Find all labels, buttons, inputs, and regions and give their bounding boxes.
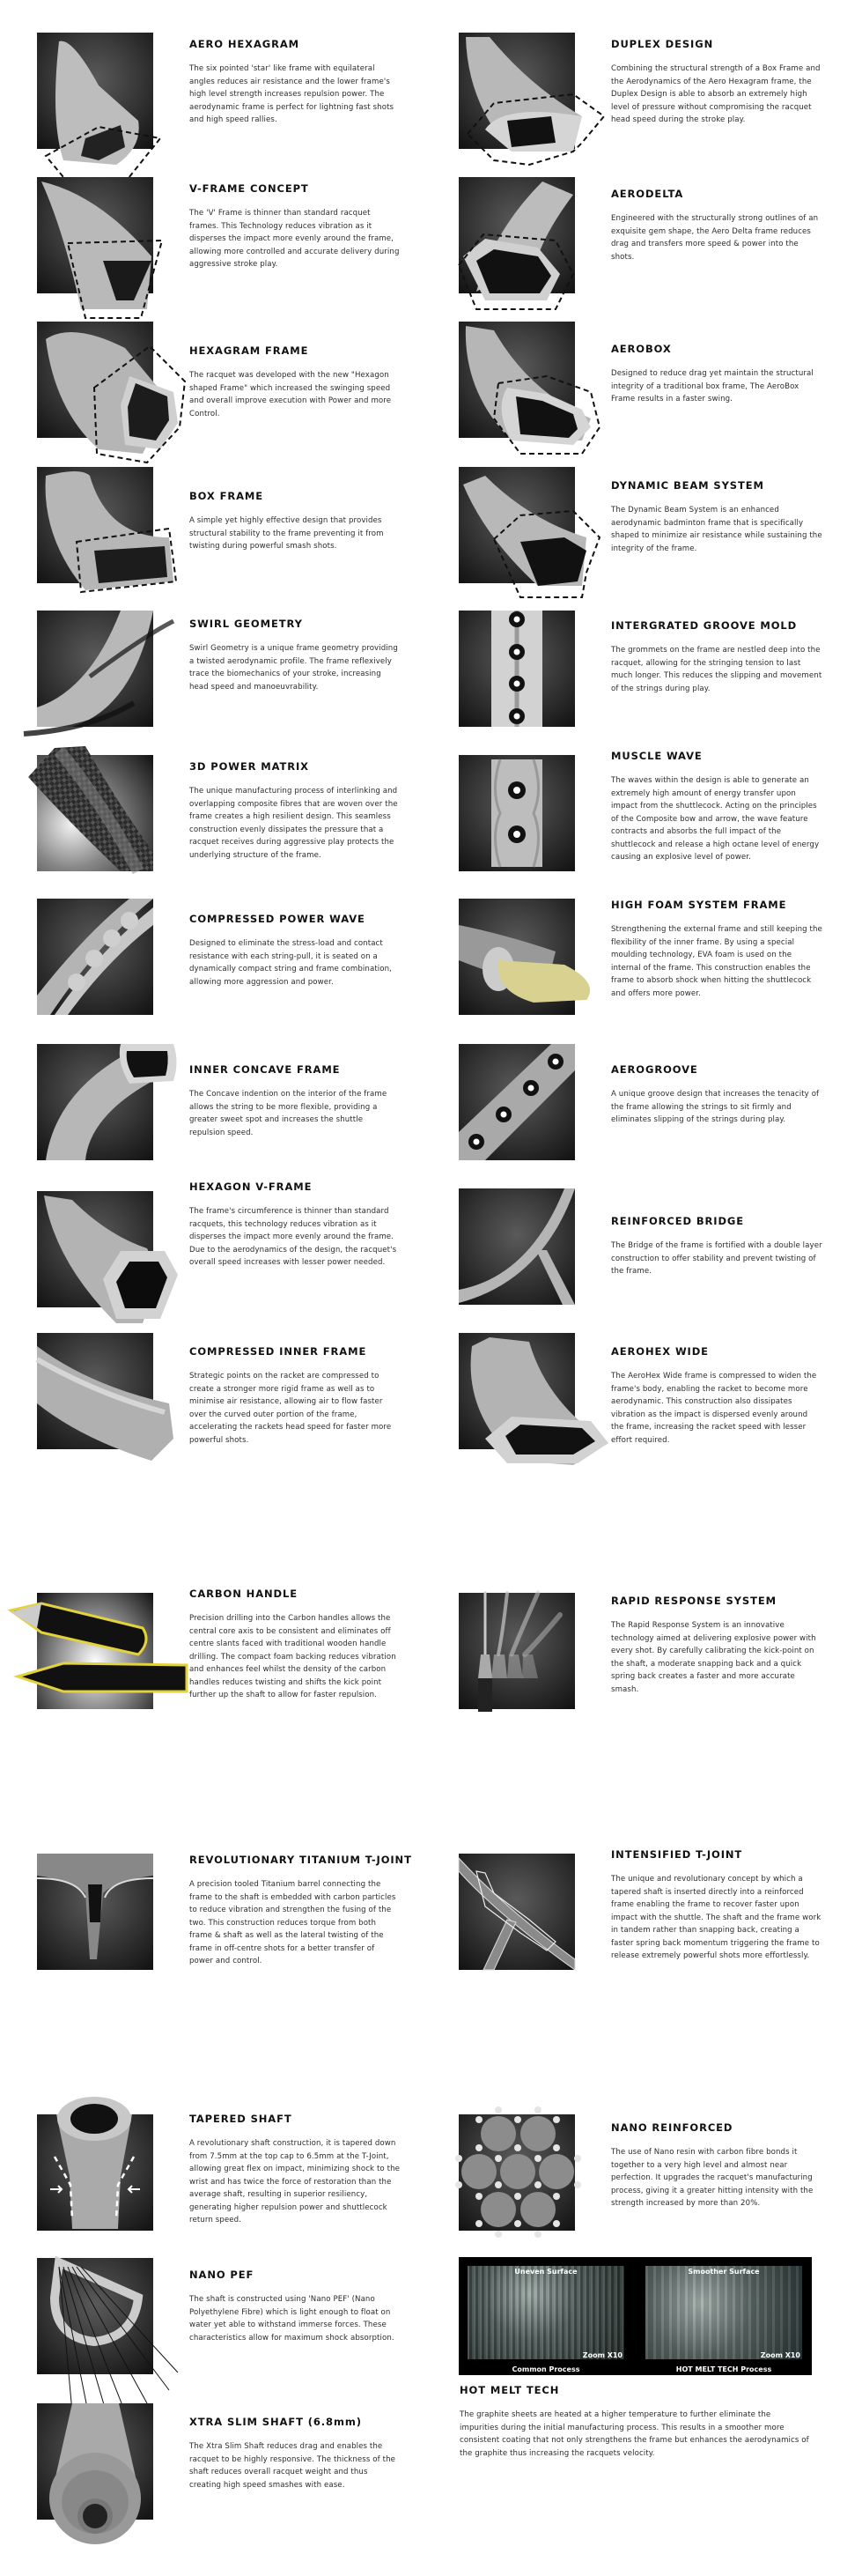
aerobox-icon	[459, 322, 601, 455]
tapered-shaft-icon	[37, 2097, 153, 2231]
feature-description: The frame's circumference is thinner tha…	[189, 1207, 397, 1267]
dynamic-beam-system-icon	[459, 467, 601, 598]
feature-title: XTRA SLIM SHAFT (6.8mm)	[189, 2416, 362, 2428]
feature-title: DUPLEX DESIGN	[611, 38, 714, 50]
carbon-handle-icon	[7, 1593, 188, 1709]
feature-description: The six pointed 'star' like frame with e…	[189, 64, 394, 124]
feature-description: The AeroHex Wide frame is compressed to …	[611, 1372, 817, 1445]
feature-title: AEROBOX	[611, 343, 672, 355]
feature-description: A precision tooled Titanium barrel conne…	[189, 1880, 396, 1965]
feature-title: AERODELTA	[611, 188, 684, 200]
box-frame-icon	[37, 467, 178, 594]
compressed-power-wave-icon	[37, 899, 153, 1015]
smoother-surface-label: Smoother Surface	[688, 2268, 760, 2276]
xtra-slim-shaft-icon	[37, 2403, 153, 2544]
feature-description: Combining the structural strength of a B…	[611, 64, 821, 124]
feature-description: The Dynamic Beam System is an enhanced a…	[611, 506, 822, 553]
feature-description: The Concave indention on the interior of…	[189, 1090, 387, 1137]
carbon-weave-icon	[28, 746, 153, 875]
feature-description: The unique and revolutionary concept by …	[611, 1875, 821, 1960]
hot-melt-process-micrograph: Smoother Surface Zoom X10	[645, 2266, 802, 2359]
feature-title: COMPRESSED INNER FRAME	[189, 1345, 367, 1358]
feature-title: NANO REINFORCED	[611, 2121, 733, 2134]
zoom-label: Zoom X10	[760, 2351, 800, 2359]
feature-description: A unique groove design that increases th…	[611, 1090, 820, 1124]
intensified-t-joint-icon	[458, 1854, 576, 1971]
feature-title: REINFORCED BRIDGE	[611, 1215, 744, 1227]
feature-title: HIGH FOAM SYSTEM FRAME	[611, 899, 787, 911]
feature-description: The 'V' Frame is thinner than standard r…	[189, 209, 400, 269]
feature-title: COMPRESSED POWER WAVE	[189, 913, 365, 925]
aero-hexagram-frame-icon	[37, 33, 162, 189]
feature-title: INTERGRATED GROOVE MOLD	[611, 619, 798, 632]
feature-title: HOT MELT TECH	[460, 2384, 560, 2396]
feature-description: The Bridge of the frame is fortified wit…	[611, 1241, 822, 1276]
nano-pef-fibre-icon	[37, 2255, 179, 2422]
feature-description: The Rapid Response System is an innovati…	[611, 1621, 816, 1694]
inner-concave-frame-icon	[37, 1044, 177, 1160]
muscle-wave-icon	[459, 755, 575, 871]
feature-title: TAPERED SHAFT	[189, 2113, 292, 2125]
common-process-label: Common Process	[512, 2365, 580, 2373]
feature-title: V-FRAME CONCEPT	[189, 182, 309, 195]
feature-description: Precision drilling into the Carbon handl…	[189, 1614, 396, 1699]
feature-description: The unique manufacturing process of inte…	[189, 787, 398, 860]
feature-description: A revolutionary shaft construction, it i…	[189, 2139, 401, 2224]
feature-title: HEXAGRAM FRAME	[189, 344, 309, 357]
zoom-label: Zoom X10	[582, 2351, 623, 2359]
feature-title: NANO PEF	[189, 2269, 254, 2281]
titanium-t-joint-icon	[36, 1854, 154, 1970]
swirl-geometry-icon	[23, 611, 175, 737]
hexagon-v-frame-icon	[37, 1191, 178, 1323]
hot-melt-comparison-image: Uneven Surface Zoom X10 Smoother Surface…	[459, 2257, 812, 2375]
duplex-design-icon	[459, 33, 606, 167]
feature-title: HEXAGON V-FRAME	[189, 1181, 313, 1193]
nano-resin-particles-icon	[455, 2106, 581, 2238]
feature-title: BOX FRAME	[189, 490, 264, 502]
hot-melt-process-label: HOT MELT TECH Process	[675, 2365, 772, 2373]
feature-description: Swirl Geometry is a unique frame geometr…	[189, 644, 398, 692]
feature-title: INNER CONCAVE FRAME	[189, 1063, 341, 1076]
feature-description: Designed to reduce drag yet maintain the…	[611, 369, 814, 403]
feature-description: The Xtra Slim Shaft reduces drag and ena…	[189, 2442, 396, 2490]
feature-description: Strengthening the external frame and sti…	[611, 925, 822, 998]
feature-title: DYNAMIC BEAM SYSTEM	[611, 479, 764, 492]
hexagram-frame-icon	[37, 322, 187, 464]
feature-description: The shaft is constructed using 'Nano PEF…	[189, 2295, 394, 2343]
feature-description: A simple yet highly effective design tha…	[189, 516, 384, 551]
high-foam-frame-icon	[459, 899, 591, 1015]
feature-description: The racquet was developed with the new "…	[189, 371, 392, 418]
feature-title: INTENSIFIED T-JOINT	[611, 1848, 743, 1861]
compressed-inner-frame-icon	[35, 1333, 173, 1461]
feature-title: CARBON HANDLE	[189, 1588, 298, 1600]
feature-description: Engineered with the structurally strong …	[611, 214, 819, 262]
groove-mold-grommets-icon	[459, 611, 575, 727]
feature-description: The waves within the design is able to g…	[611, 776, 820, 862]
feature-title: REVOLUTIONARY TITANIUM T-JOINT	[189, 1854, 412, 1866]
rapid-response-shaft-icon	[459, 1590, 575, 1712]
feature-description: Designed to eliminate the stress-load an…	[189, 939, 393, 987]
feature-description: The use of Nano resin with carbon fibre …	[611, 2148, 814, 2208]
feature-description: The grommets on the frame are nestled de…	[611, 646, 822, 693]
aerogroove-icon	[459, 1044, 575, 1160]
common-process-micrograph: Uneven Surface Zoom X10	[468, 2266, 624, 2359]
uneven-surface-label: Uneven Surface	[514, 2268, 578, 2276]
feature-title: MUSCLE WAVE	[611, 750, 703, 762]
v-frame-icon	[37, 177, 164, 319]
aerodelta-icon	[457, 177, 575, 310]
feature-title: AEROGROOVE	[611, 1063, 698, 1076]
feature-title: RAPID RESPONSE SYSTEM	[611, 1595, 777, 1607]
feature-description: The graphite sheets are heated at a high…	[460, 2410, 809, 2458]
reinforced-bridge-icon	[459, 1188, 575, 1305]
feature-title: SWIRL GEOMETRY	[189, 618, 303, 630]
feature-title: 3D POWER MATRIX	[189, 760, 309, 773]
aerohex-wide-icon	[459, 1333, 608, 1465]
feature-hot-melt-tech: HOT MELT TECH The graphite sheets are he…	[460, 2384, 812, 2460]
feature-title: AEROHEX WIDE	[611, 1345, 709, 1358]
feature-description: Strategic points on the racket are compr…	[189, 1372, 392, 1445]
feature-title: AERO HEXAGRAM	[189, 38, 299, 50]
